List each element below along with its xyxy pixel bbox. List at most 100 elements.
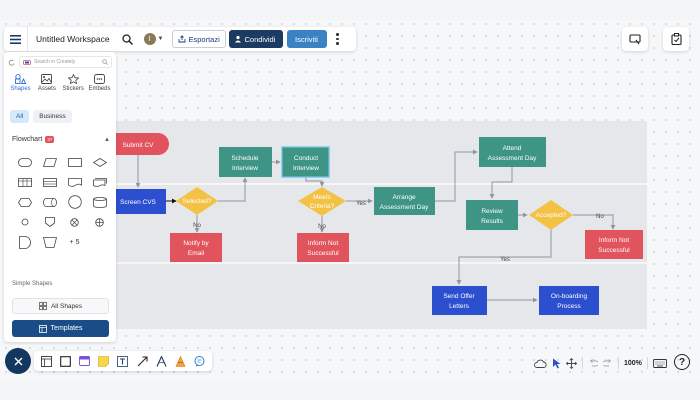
shape-multi-document[interactable] [87, 172, 112, 192]
shape-database[interactable] [87, 192, 112, 212]
shape-decision[interactable] [87, 152, 112, 172]
svg-text:Inform Not: Inform Not [308, 240, 339, 247]
avatar[interactable]: I [143, 33, 156, 45]
shape-process[interactable] [62, 152, 87, 172]
shape-or[interactable] [87, 212, 112, 232]
node-submit-cv[interactable]: Submit CV [116, 133, 169, 155]
connector-tool[interactable] [135, 354, 149, 368]
text-tool[interactable] [116, 354, 130, 368]
cursor-icon[interactable] [552, 358, 561, 369]
connector[interactable] [435, 149, 478, 202]
pen-tool[interactable] [154, 354, 168, 368]
node-schedule-interview[interactable]: Schedule Interview [219, 147, 272, 177]
zoom-level[interactable]: 100% [624, 359, 642, 367]
frame-tool[interactable] [40, 354, 54, 368]
all-shapes-button[interactable]: All Shapes [12, 298, 109, 314]
shape-direct-data[interactable] [37, 192, 62, 212]
shape-list[interactable] [37, 172, 62, 192]
sticky-note-tool[interactable] [97, 354, 111, 368]
chevron-down-icon[interactable]: ▼ [157, 36, 164, 42]
svg-text:Accepted?: Accepted? [536, 212, 567, 219]
connector[interactable] [573, 214, 616, 230]
card-tool[interactable] [78, 354, 92, 368]
workspace-title[interactable]: Untitled Workspace [36, 34, 110, 44]
keyboard-icon[interactable] [652, 358, 667, 368]
connector[interactable] [456, 230, 552, 285]
bottom-right-toolbar: 100% [534, 354, 672, 372]
more-shapes-count[interactable]: + 5 [69, 238, 80, 246]
node-arrange-assessment-day[interactable]: Arrange Assessment Day [374, 187, 435, 215]
node-attend-assessment-day[interactable]: Attend Assessment Day [479, 137, 546, 167]
node-inform-not-successful-2[interactable]: Inform Not Successful [585, 230, 643, 259]
category-shapes[interactable]: Shapes [8, 74, 33, 92]
section-title: Flowchart [12, 136, 43, 143]
svg-text:Interview: Interview [293, 165, 319, 172]
templates-button[interactable]: Templates [12, 320, 109, 337]
template-icon [38, 324, 47, 333]
chip-business[interactable]: Business [33, 110, 72, 123]
panel-categories: Shapes Assets Stickers Embeds [8, 74, 112, 92]
shape-data[interactable] [37, 152, 62, 172]
connector[interactable] [218, 177, 248, 202]
shape-off-page[interactable] [37, 212, 62, 232]
node-conduct-interview[interactable]: Conduct Interview [281, 146, 330, 178]
shape-summing-junction[interactable] [62, 212, 87, 232]
undo-icon[interactable] [588, 358, 598, 368]
node-onboarding-process[interactable]: On-boarding Process [539, 286, 599, 315]
connector[interactable] [489, 167, 513, 199]
close-panel-button[interactable] [5, 348, 31, 374]
help-button[interactable]: ? [674, 354, 690, 370]
pan-icon[interactable] [566, 357, 577, 369]
refresh-icon[interactable] [8, 59, 15, 66]
cloud-sync-icon[interactable] [534, 359, 547, 368]
rectangle-tool[interactable] [59, 354, 73, 368]
node-send-offer-letters[interactable]: Send Offer Letters [432, 286, 487, 315]
node-review-results[interactable]: Review Results [466, 200, 518, 230]
signup-button[interactable]: Iscriviti [286, 30, 327, 48]
svg-text:Schedule: Schedule [231, 155, 258, 162]
collaborate-button[interactable] [663, 27, 689, 51]
node-selected-decision[interactable]: Selected? [176, 187, 218, 215]
connector[interactable] [305, 177, 325, 187]
rectangle-icon [60, 355, 72, 367]
node-accepted-decision[interactable]: Accepted? [529, 200, 573, 230]
svg-text:Review: Review [481, 208, 503, 215]
export-button[interactable]: Esportazi [171, 30, 226, 48]
redo-icon[interactable] [603, 358, 613, 368]
shape-delay[interactable] [12, 232, 37, 252]
more-options-icon[interactable] [333, 33, 343, 45]
search-button[interactable] [118, 29, 138, 49]
category-stickers[interactable]: Stickers [61, 74, 86, 92]
simple-shapes-section-header[interactable]: Simple Shapes [12, 281, 53, 287]
svg-text:Attend: Attend [503, 145, 522, 152]
category-assets[interactable]: Assets [34, 74, 59, 92]
flowchart-section-header[interactable]: Flowchart 37 ▲ [12, 136, 110, 143]
present-button[interactable] [622, 27, 648, 51]
chevron-up-icon[interactable]: ▲ [104, 136, 110, 143]
node-meets-criteria-decision[interactable]: Meets Criteria? [298, 187, 346, 216]
share-button[interactable]: Condividi [228, 30, 283, 48]
shape-document[interactable] [62, 172, 87, 192]
menu-button[interactable] [4, 27, 28, 51]
shape-connector[interactable] [62, 192, 87, 212]
shape-preparation[interactable] [12, 192, 37, 212]
shape-small-circle[interactable] [12, 212, 37, 232]
question-icon: ? [678, 356, 686, 368]
comment-tool[interactable] [192, 354, 206, 368]
node-notify-by-email[interactable]: Notify by Email [170, 233, 222, 262]
search-icon [122, 33, 134, 45]
highlighter-tool[interactable] [173, 354, 187, 368]
text-icon [117, 355, 129, 367]
chip-all[interactable]: All [10, 110, 30, 123]
shape-terminator[interactable] [12, 152, 37, 172]
shape-internal-storage[interactable] [12, 172, 37, 192]
node-inform-not-successful-1[interactable]: Inform Not Successful [297, 233, 349, 262]
svg-text:Interview: Interview [232, 165, 258, 172]
comment-icon [194, 355, 205, 367]
highlighter-icon [175, 355, 186, 367]
node-screen-cvs[interactable]: Screen CVS [116, 189, 166, 214]
shape-search-input[interactable]: Search in Creately [19, 56, 112, 68]
shape-manual-operation[interactable] [37, 232, 62, 252]
category-embeds[interactable]: Embeds [87, 74, 112, 92]
